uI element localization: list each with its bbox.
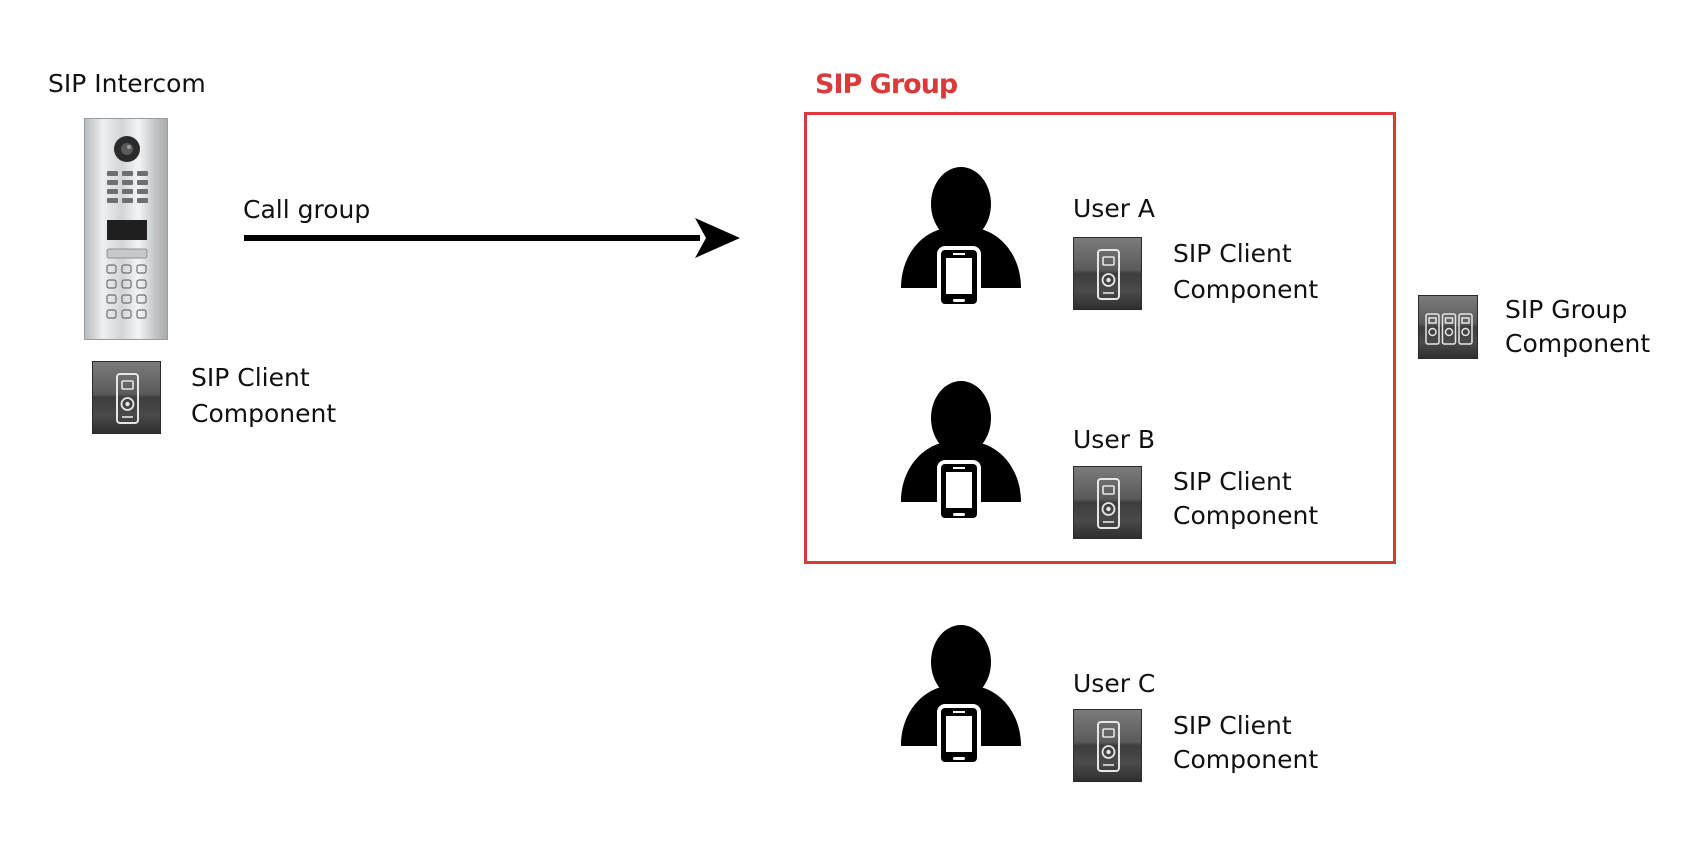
user-b-component-line1: SIP Client (1173, 467, 1292, 496)
user-a-component-line1: SIP Client (1173, 239, 1292, 268)
sip-group-icon (1418, 295, 1478, 359)
user-a-component-line2: Component (1173, 275, 1319, 304)
sip-client-icon (1073, 709, 1142, 782)
user-c-component-line1: SIP Client (1173, 711, 1292, 740)
call-group-label: Call group (243, 195, 371, 224)
group-component-line2: Component (1505, 329, 1651, 358)
sip-client-icon (1073, 466, 1142, 539)
user-with-phone-icon (901, 160, 1021, 310)
user-c-component-line2: Component (1173, 745, 1319, 774)
user-with-phone-icon (901, 618, 1021, 768)
intercom-component-line2: Component (191, 399, 337, 428)
call-arrow (244, 218, 740, 258)
door-intercom-icon (84, 118, 168, 340)
user-b-component-line2: Component (1173, 501, 1319, 530)
group-component-line1: SIP Group (1505, 295, 1628, 324)
sip-group-box (804, 112, 1396, 564)
intercom-title: SIP Intercom (48, 69, 206, 98)
sip-client-icon (92, 361, 161, 434)
user-b-name: User B (1073, 425, 1156, 454)
user-with-phone-icon (901, 374, 1021, 524)
user-a-name: User A (1073, 194, 1156, 223)
intercom-component-line1: SIP Client (191, 363, 310, 392)
user-c-name: User C (1073, 669, 1156, 698)
sip-client-icon (1073, 237, 1142, 310)
sip-group-title: SIP Group (815, 69, 958, 100)
